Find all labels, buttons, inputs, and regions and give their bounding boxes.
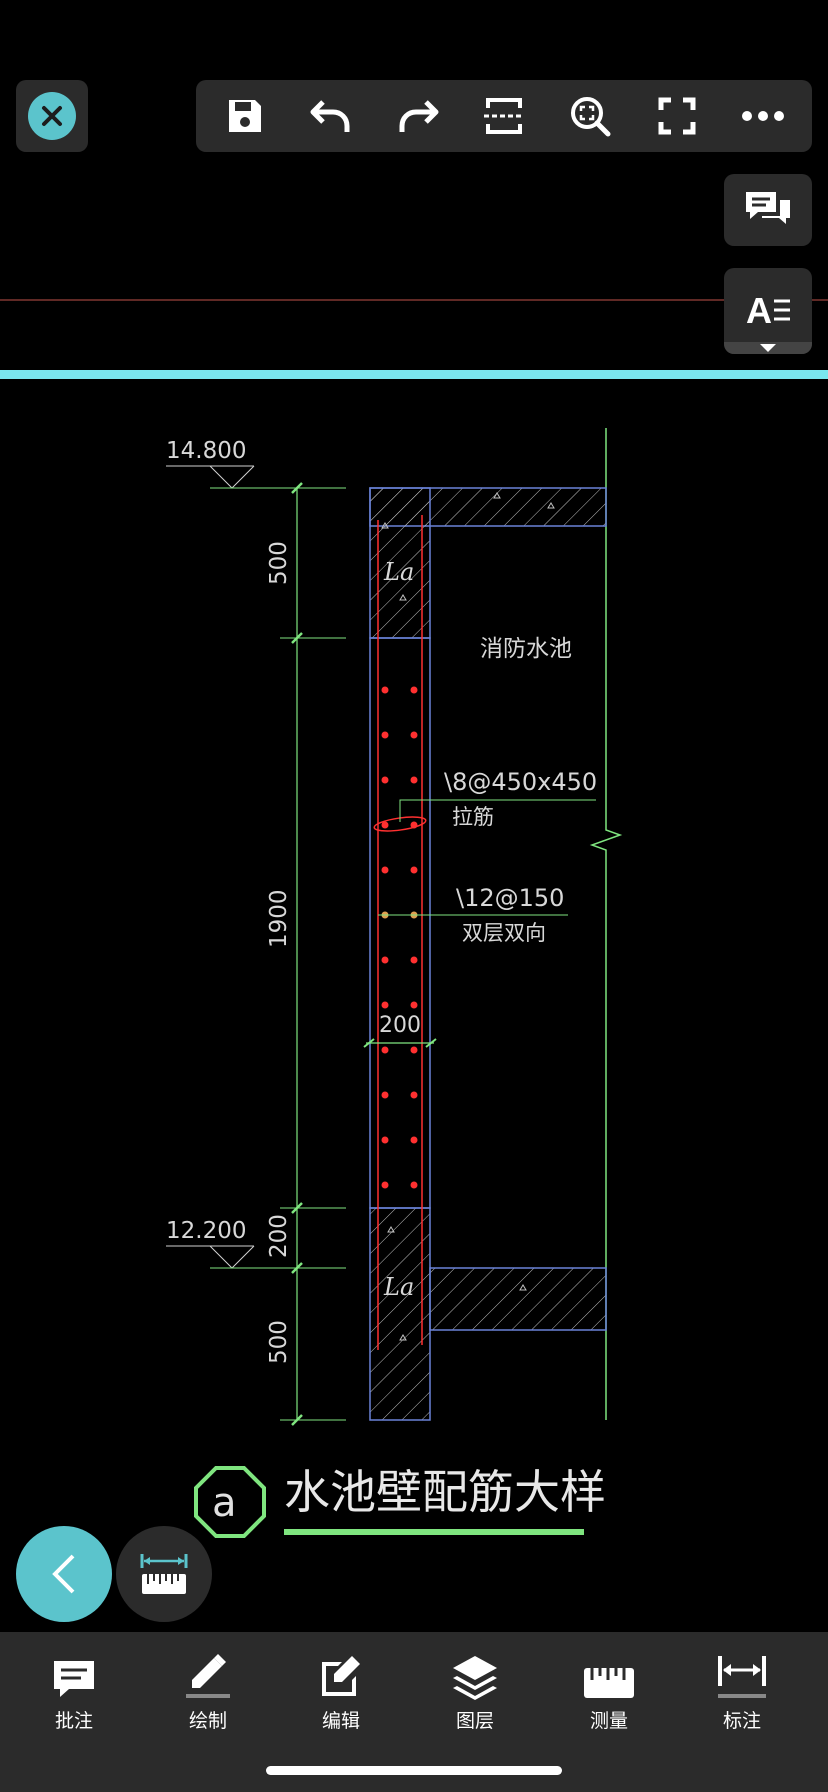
tie-bar-hook (373, 816, 427, 832)
expand-caret-icon (724, 342, 812, 354)
elevation-marker-top (166, 465, 300, 489)
nav-edit-label: 编辑 (321, 1710, 360, 1732)
nav-dimension-label: 标注 (722, 1710, 761, 1732)
comment-icon (54, 1661, 94, 1697)
la-top-label: La (383, 558, 414, 586)
redo-icon (399, 100, 439, 132)
nav-layers-label: 图层 (455, 1710, 494, 1732)
dim-200-left: 200 (266, 1214, 292, 1258)
tie-bar-label: 拉筋 (452, 805, 494, 829)
nav-edit[interactable]: 编辑 (286, 1648, 396, 1738)
dim-200-width: 200 (379, 1013, 421, 1038)
wall-bottom-segment (369, 1207, 431, 1421)
fullscreen-icon (658, 97, 696, 135)
more-icon (741, 111, 784, 121)
tank-label: 消防水池 (480, 636, 572, 662)
detail-title-underline (284, 1529, 584, 1535)
ref-line-cyan (0, 370, 828, 379)
aggregate-marks (381, 492, 555, 1341)
la-bottom-label: La (383, 1273, 414, 1301)
pencil-icon (186, 1654, 230, 1698)
chevron-left-icon (52, 1554, 75, 1594)
back-button[interactable] (16, 1526, 112, 1622)
nav-dimension[interactable]: 标注 (687, 1648, 797, 1738)
edit-icon (322, 1656, 360, 1696)
comments-button[interactable] (724, 174, 812, 246)
nav-measure[interactable]: 测量 (554, 1648, 664, 1738)
undo-button[interactable] (299, 84, 363, 148)
ruler-dimension-icon (140, 1554, 188, 1594)
tie-bar-leader (399, 799, 596, 822)
chat-bubbles-icon (746, 192, 790, 224)
save-button[interactable] (213, 84, 277, 148)
main-bar-label: 双层双向 (462, 921, 546, 945)
nav-measure-label: 测量 (589, 1710, 628, 1732)
detail-mark-letter: a (212, 1480, 237, 1526)
nav-draw-label: 绘制 (188, 1710, 227, 1732)
more-button[interactable] (731, 84, 795, 148)
zoom-extent-button[interactable] (558, 84, 622, 148)
svg-text:A: A (746, 290, 772, 331)
tie-bar-spec: \8@450x450 (444, 768, 597, 796)
dim-500-bottom: 500 (266, 1320, 292, 1364)
close-button[interactable] (16, 80, 88, 152)
detail-title: 水池壁配筋大样 (284, 1465, 606, 1519)
rebar-dots (381, 686, 418, 1189)
elevation-bottom-label: 12.200 (166, 1218, 246, 1244)
bottom-nav-bar (0, 1632, 828, 1792)
dimension-icon (718, 1656, 766, 1698)
wall-top-segment (369, 487, 431, 639)
undo-icon (310, 100, 350, 132)
wall-middle (369, 637, 431, 1209)
redo-button[interactable] (386, 84, 450, 148)
crop-button[interactable] (472, 84, 536, 148)
zoom-extent-icon (571, 97, 611, 137)
text-style-button[interactable]: A (724, 268, 812, 354)
wall-break-line (589, 428, 623, 1420)
nav-layers[interactable]: 图层 (420, 1648, 530, 1738)
home-indicator[interactable] (266, 1766, 562, 1775)
dim-1900: 1900 (266, 889, 292, 948)
elevation-top-label: 14.800 (166, 438, 246, 464)
crop-icon (483, 98, 524, 134)
main-bar-spec: \12@150 (456, 884, 564, 912)
bottom-slab (429, 1267, 607, 1331)
elevation-marker-bottom (166, 1245, 300, 1269)
nav-comment[interactable]: 批注 (19, 1648, 129, 1738)
quick-measure-button[interactable] (116, 1526, 212, 1622)
fullscreen-button[interactable] (645, 84, 709, 148)
nav-comment-label: 批注 (54, 1710, 93, 1732)
top-toolbar (196, 80, 812, 152)
ruler-icon (584, 1668, 634, 1698)
save-icon (229, 100, 262, 132)
nav-draw[interactable]: 绘制 (153, 1648, 263, 1738)
layers-icon (453, 1656, 497, 1700)
close-icon (28, 92, 76, 140)
text-style-icon: A (746, 290, 790, 331)
detail-mark-octagon (194, 1466, 266, 1538)
dim-500-top: 500 (266, 541, 292, 585)
